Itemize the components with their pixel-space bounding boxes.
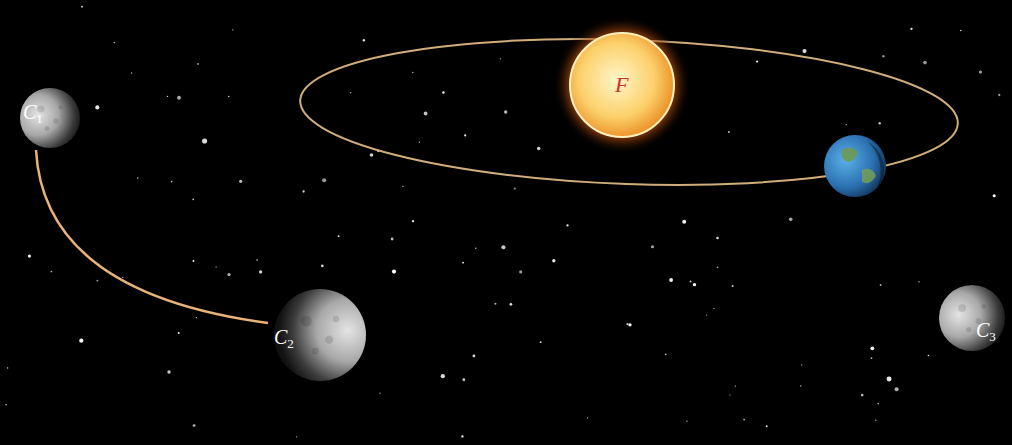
moon-body: C2 — [268, 287, 368, 383]
sun-body: F — [552, 15, 692, 155]
body-label: F — [615, 74, 628, 96]
star-field — [5, 6, 1000, 438]
body-label: C1 — [23, 102, 43, 122]
earth-planet — [824, 135, 886, 197]
moon-body: C1 — [18, 86, 82, 150]
body-label: C2 — [274, 327, 294, 347]
orbit-arc — [36, 150, 268, 323]
body-label: C3 — [976, 320, 996, 340]
moon-body: C3 — [936, 282, 1006, 354]
